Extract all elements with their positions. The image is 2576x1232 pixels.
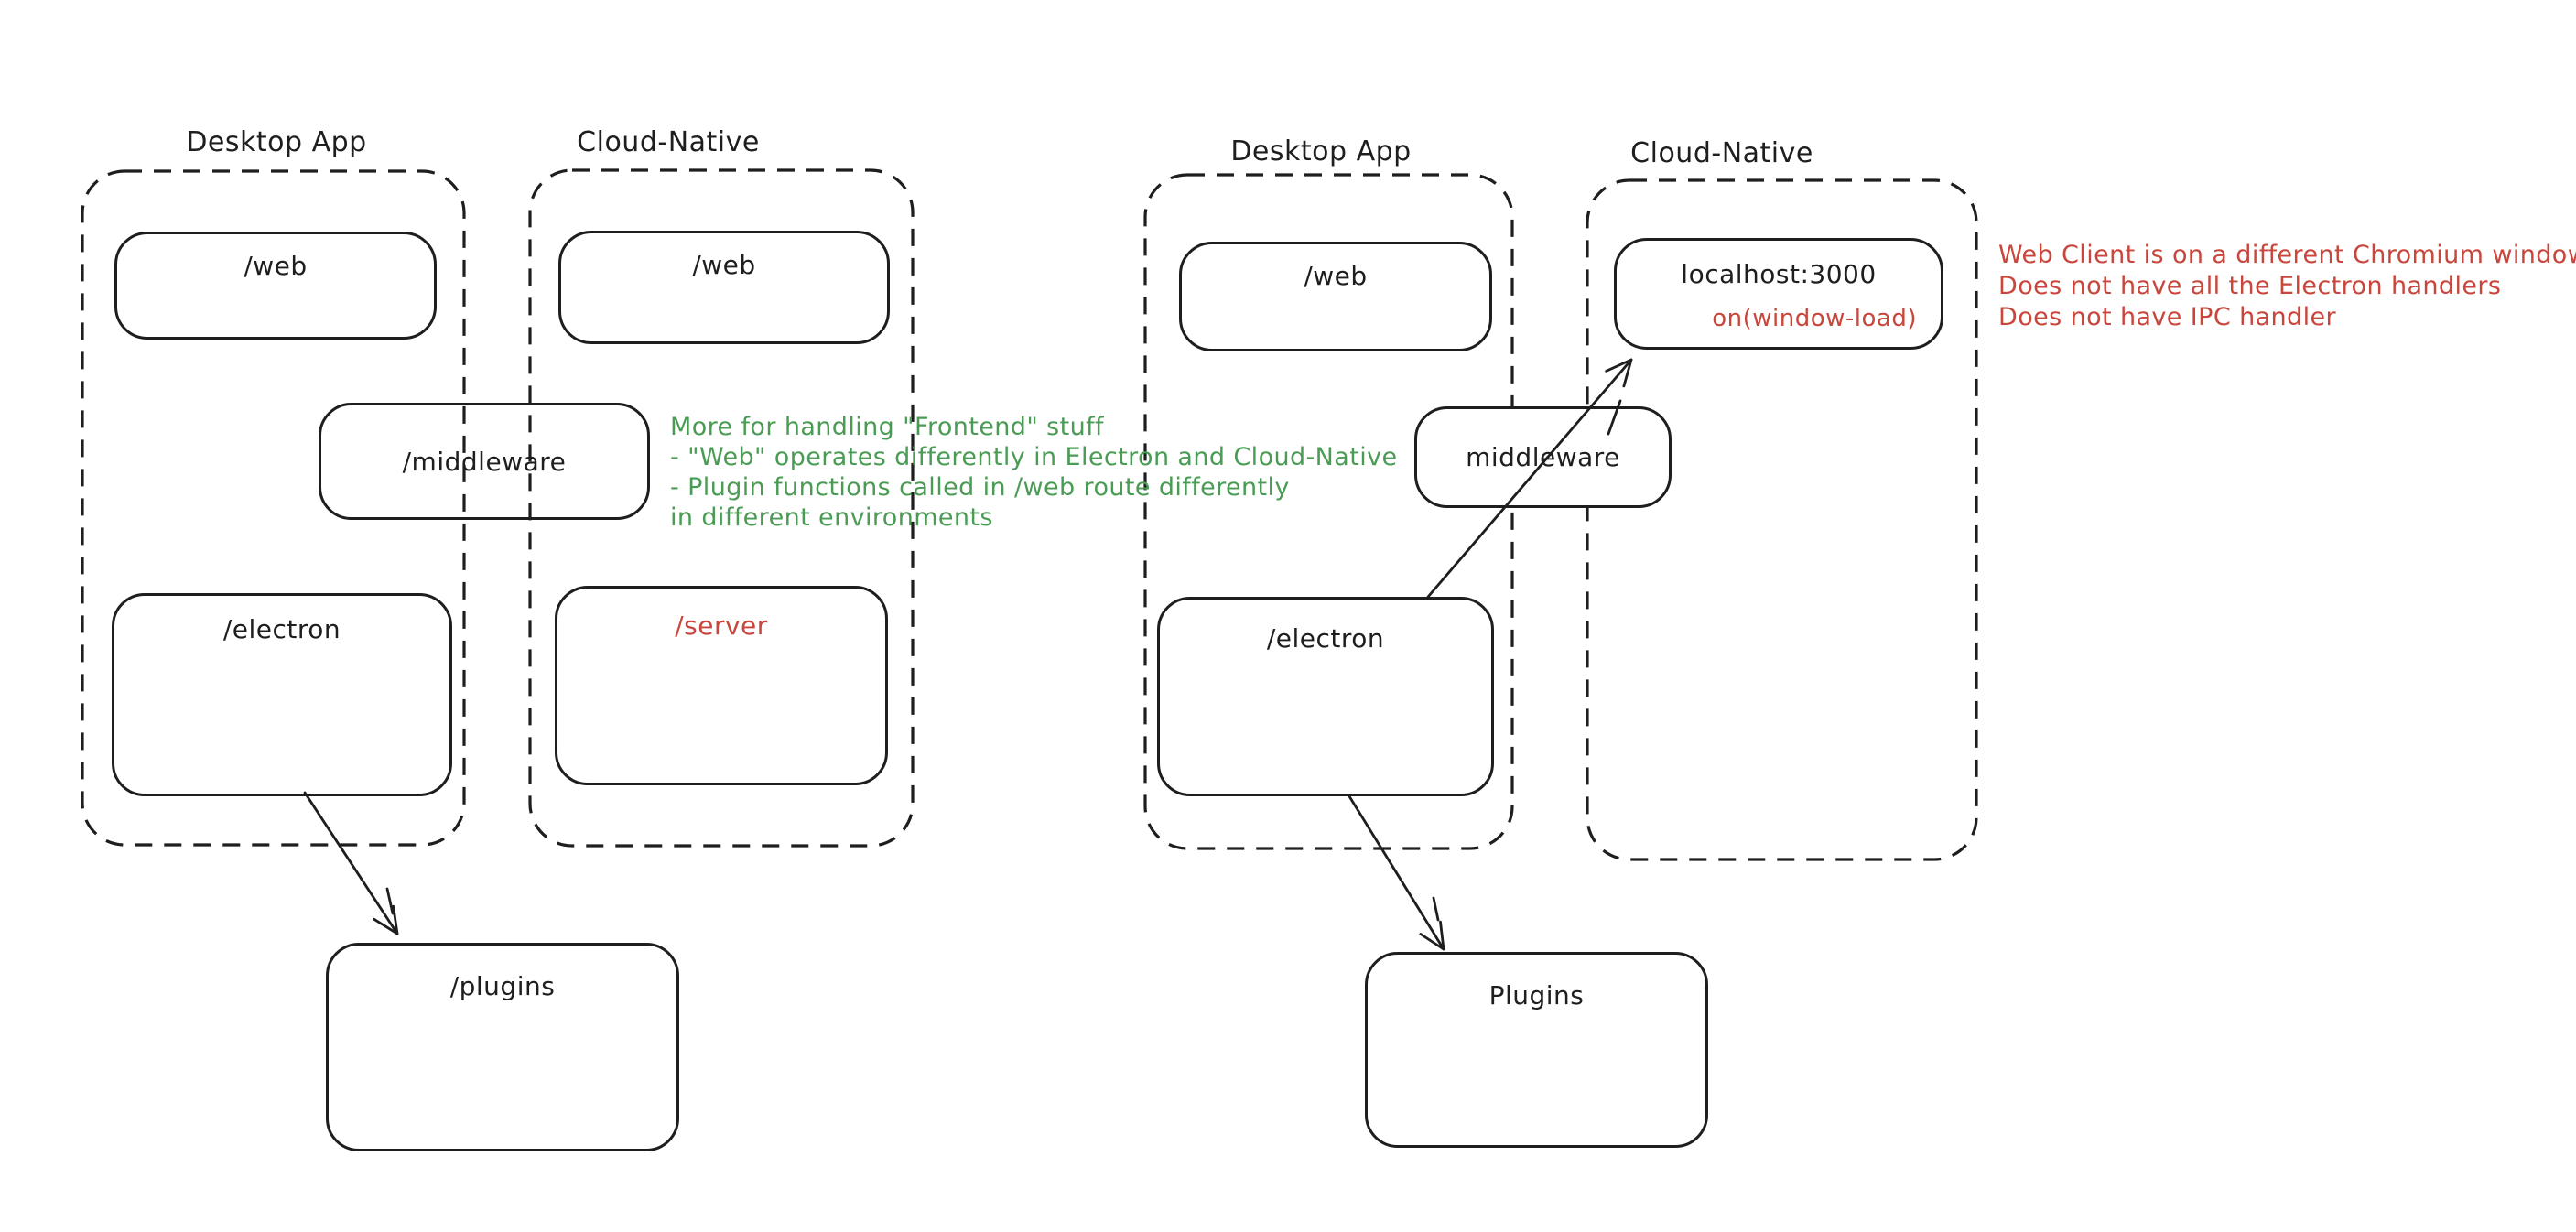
- box-label: /plugins: [449, 971, 556, 1001]
- container-cloud-left[interactable]: [528, 168, 915, 848]
- note-green: More for handling "Frontend" stuff - "We…: [670, 412, 1398, 533]
- box-middleware-left[interactable]: /middleware: [319, 403, 650, 520]
- note-line: in different environments: [670, 503, 993, 532]
- arrow-electron-to-localhost[interactable]: [1426, 358, 1633, 599]
- box-label: Plugins: [1488, 980, 1585, 1010]
- box-label: /electron: [222, 614, 341, 644]
- box-label: /web: [244, 251, 308, 281]
- box-label: /server: [675, 611, 768, 641]
- arrow-electron-to-plugins-right[interactable]: [1348, 794, 1445, 951]
- box-electron-right[interactable]: /electron: [1157, 597, 1494, 796]
- box-label: /web: [692, 250, 756, 280]
- box-localhost[interactable]: localhost:3000 on(window-load): [1614, 238, 1943, 350]
- container-cloud-right[interactable]: [1586, 178, 1978, 861]
- group-title-cloud-right: Cloud-Native: [1630, 137, 1813, 169]
- box-web-cloud-left[interactable]: /web: [558, 231, 890, 344]
- box-plugins-right[interactable]: Plugins: [1365, 952, 1708, 1148]
- group-title-desktop-right: Desktop App: [1230, 135, 1412, 168]
- note-line: Web Client is on a different Chromium wi…: [1998, 241, 2576, 269]
- note-line: More for handling "Frontend" stuff: [670, 413, 1104, 441]
- group-title-desktop-left: Desktop App: [186, 126, 367, 158]
- box-web-desktop-right[interactable]: /web: [1179, 242, 1492, 351]
- box-plugins-left[interactable]: /plugins: [326, 943, 679, 1151]
- arrow-electron-to-plugins-left[interactable]: [303, 791, 399, 935]
- note-line: - "Web" operates differently in Electron…: [670, 443, 1398, 471]
- window-load-label: on(window-load): [1712, 305, 1917, 332]
- box-label: localhost:3000: [1681, 259, 1877, 289]
- note-line: Does not have all the Electron handlers: [1998, 272, 2502, 300]
- box-server[interactable]: /server: [555, 586, 888, 785]
- group-title-cloud-left: Cloud-Native: [577, 126, 760, 158]
- box-label: /web: [1304, 261, 1368, 291]
- box-electron-left[interactable]: /electron: [112, 593, 452, 796]
- note-red: Web Client is on a different Chromium wi…: [1998, 240, 2576, 333]
- box-label: /middleware: [402, 446, 567, 477]
- note-line: Does not have IPC handler: [1998, 303, 2337, 331]
- box-label: middleware: [1466, 442, 1620, 472]
- box-web-desktop-left[interactable]: /web: [114, 232, 437, 340]
- container-desktop-right[interactable]: [1143, 173, 1514, 850]
- box-middleware-right[interactable]: middleware: [1414, 406, 1672, 508]
- box-label: /electron: [1266, 623, 1385, 654]
- note-line: - Plugin functions called in /web route …: [670, 473, 1290, 502]
- container-desktop-left[interactable]: [81, 169, 466, 847]
